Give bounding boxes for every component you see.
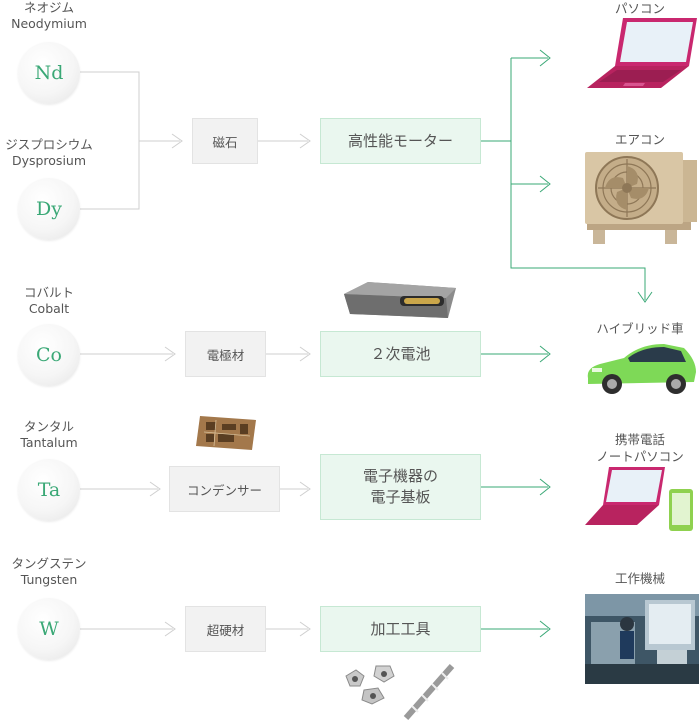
element-label-ta: タンタル Tantalum — [0, 419, 98, 451]
element-en-name: Tantalum — [20, 435, 78, 450]
element-circle-ta: Ta — [18, 459, 80, 521]
material-electrode: 電極材 — [185, 331, 266, 377]
part-label: 加工工具 — [370, 619, 431, 638]
part-label-line2: 電子基板 — [370, 488, 431, 506]
arrow-head — [149, 481, 161, 497]
arrow-head — [299, 133, 311, 149]
element-symbol: Ta — [37, 479, 61, 501]
part-board: 電子機器の 電子基板 — [320, 454, 481, 520]
element-en-name: Cobalt — [28, 301, 70, 316]
product-label-aircon: エアコン — [614, 132, 665, 147]
product-label-line2: ノートパソコン — [596, 449, 684, 464]
element-label-w: タングステン Tungsten — [0, 556, 98, 588]
air-conditioner-icon — [585, 152, 697, 244]
element-jp-name: タンタル — [23, 419, 74, 434]
product-label-machine: 工作機械 — [614, 571, 665, 586]
circuit-board-icon — [196, 416, 256, 450]
arrow-head — [539, 175, 551, 193]
element-symbol: Nd — [34, 62, 64, 84]
material-label: 磁石 — [212, 134, 238, 150]
element-circle-nd: Nd — [18, 42, 80, 104]
arrow-head — [539, 345, 551, 363]
material-label: コンデンサー — [186, 482, 262, 498]
arrow-head — [539, 620, 551, 638]
element-jp-name: コバルト — [23, 285, 74, 300]
machine-tool-photo — [585, 594, 699, 684]
element-label-co: コバルト Cobalt — [0, 285, 98, 317]
material-label: 電極材 — [206, 347, 245, 363]
part-tools: 加工工具 — [320, 606, 481, 652]
hybrid-car-icon — [587, 344, 696, 394]
element-symbol: Co — [36, 344, 62, 366]
arrow-head — [299, 346, 311, 362]
element-en-name: Neodymium — [11, 16, 87, 31]
part-motor: 高性能モーター — [320, 118, 481, 164]
element-symbol: W — [39, 618, 59, 640]
arrow-head — [539, 49, 551, 67]
arrow-head — [171, 133, 183, 149]
arrow-head — [164, 621, 176, 637]
element-label-nd: ネオジム Neodymium — [0, 0, 98, 32]
material-label: 超硬材 — [206, 622, 245, 638]
element-circle-co: Co — [18, 324, 80, 386]
product-label-hybrid: ハイブリッド車 — [596, 321, 684, 336]
element-jp-name: タングステン — [11, 556, 87, 571]
element-label-dy: ジスプロシウム Dysprosium — [0, 137, 98, 169]
notebook-and-phone-icon — [585, 467, 693, 531]
part-battery: ２次電池 — [320, 331, 481, 377]
element-en-name: Dysprosium — [11, 153, 87, 168]
part-label: 高性能モーター — [347, 131, 453, 150]
product-label-mobile: 携帯電話 ノートパソコン — [580, 431, 700, 465]
element-en-name: Tungsten — [20, 572, 78, 587]
arrow-head — [299, 481, 311, 497]
part-label: ２次電池 — [370, 344, 431, 363]
arrow-head — [637, 291, 653, 303]
arrow-head — [299, 621, 311, 637]
part-label-line1: 電子機器の — [362, 467, 438, 485]
product-label-line1: 携帯電話 — [614, 432, 665, 447]
arrow-head — [539, 478, 551, 496]
material-magnet: 磁石 — [192, 118, 258, 164]
element-circle-w: W — [18, 598, 80, 660]
element-jp-name: ネオジム — [23, 0, 74, 15]
material-capacitor: コンデンサー — [169, 466, 280, 512]
element-jp-name: ジスプロシウム — [5, 137, 93, 152]
arrow-head — [164, 346, 176, 362]
product-label-pc: パソコン — [614, 1, 665, 16]
element-symbol: Dy — [36, 198, 62, 220]
cutting-tools-icon — [345, 664, 455, 720]
element-circle-dy: Dy — [18, 178, 80, 240]
motor-branch-line — [510, 58, 646, 300]
battery-pack-icon — [344, 282, 456, 318]
laptop-icon — [587, 18, 697, 88]
material-carbide: 超硬材 — [185, 606, 266, 652]
